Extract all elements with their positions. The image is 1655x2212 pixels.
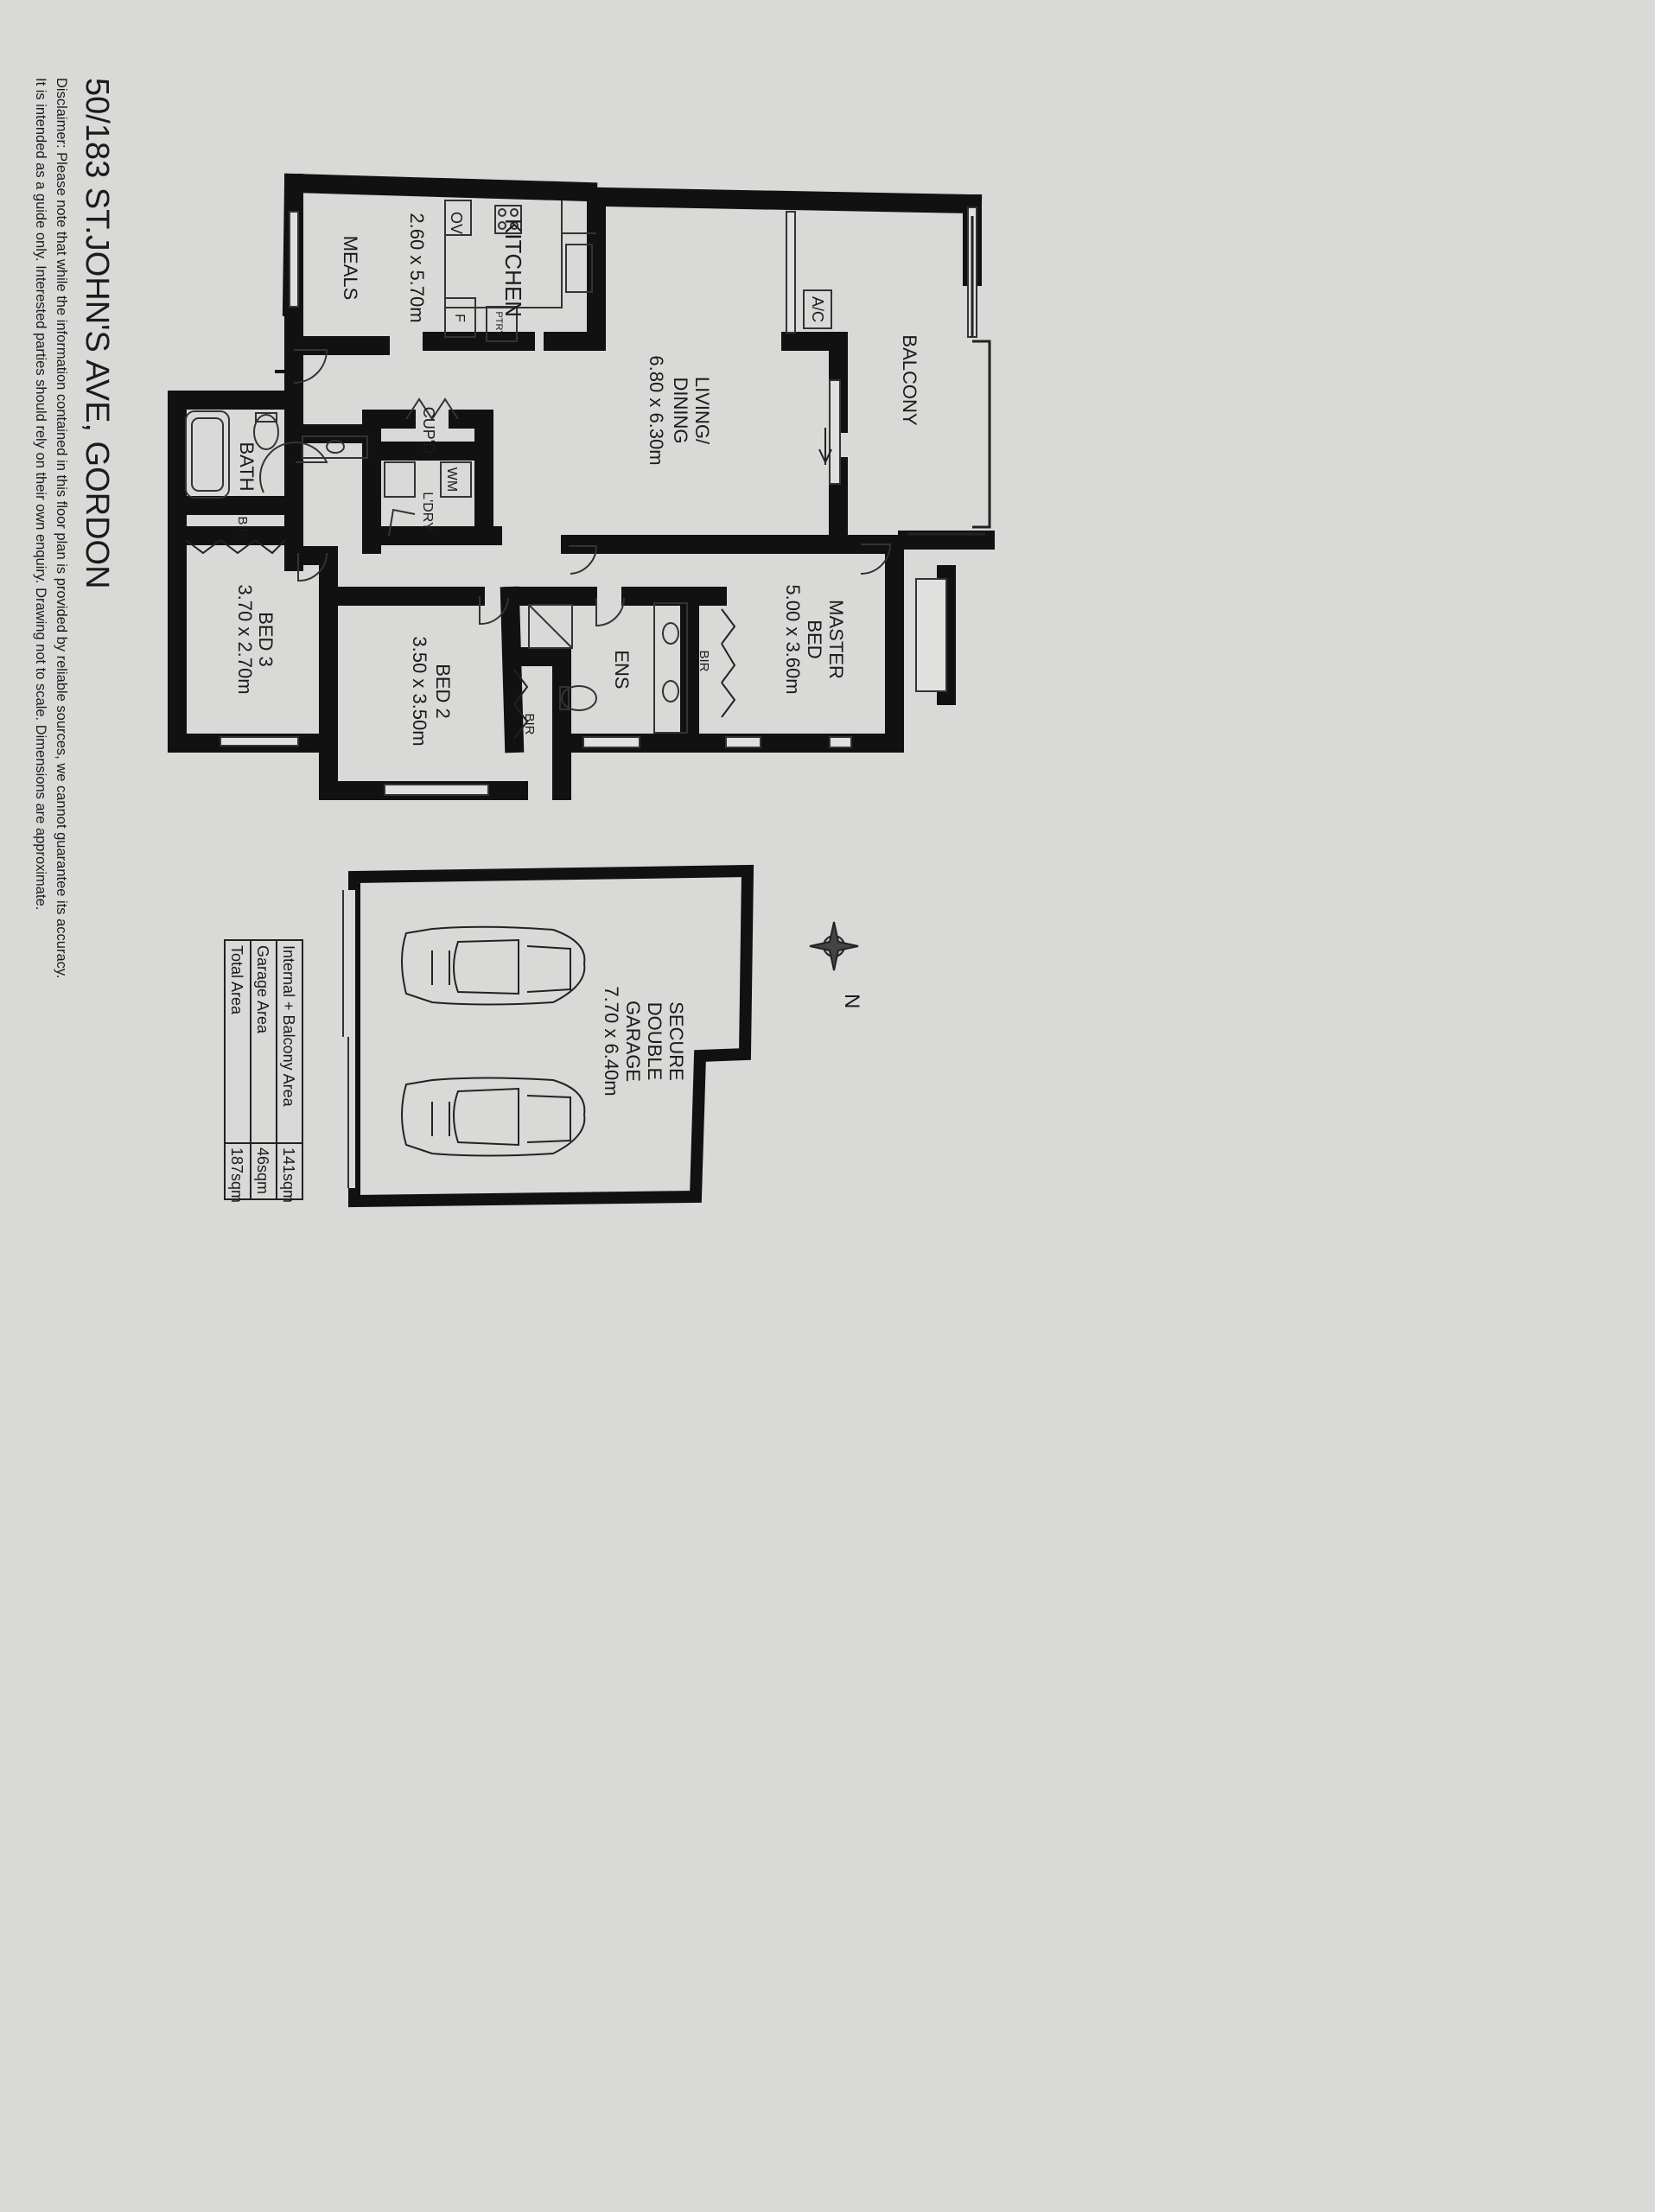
label-garage-line1: SECURE [665,1001,687,1081]
fridge-icon [444,297,476,338]
area-row-1-label: Internal + Balcony Area [280,945,297,1108]
label-fridge: F [452,314,467,322]
bathtub-icon [185,410,230,499]
label-master-size: 5.00 x 3.60m [782,584,804,694]
label-balcony: BALCONY [899,334,920,425]
compass-icon [809,921,859,971]
doors [259,349,892,627]
laundry-tub-icon [384,461,416,498]
header: 50/183 ST.JOHN'S AVE, GORDON Disclaimer:… [33,78,115,979]
shower-icon [528,604,573,649]
vanity-icon [302,435,368,459]
label-garage-line3: GARAGE [622,1001,644,1082]
balcony-railing [907,216,991,536]
label-kitchen: KITCHEN [500,219,526,317]
compass-north-label: N [840,994,863,1008]
area-row-2-value: 46sqm [254,1147,271,1194]
area-table: Internal + Balcony Area 141sqm Garage Ar… [224,939,303,1203]
pantry-icon [486,306,518,342]
area-row-1-value: 141sqm [280,1147,297,1203]
robe-doors [185,539,736,740]
kitchen-fittings [444,200,596,342]
ens-vanity-icon [653,602,688,734]
label-bed2: BED 2 [432,664,454,719]
property-title: 50/183 ST.JOHN'S AVE, GORDON [79,78,115,589]
area-row-3-label: Total Area [228,945,245,1015]
ac-unit-icon [803,289,832,329]
car-icon-1 [401,925,586,1006]
label-living-line1: LIVING/ [691,377,713,445]
oven-icon [444,200,472,236]
label-bed2-size: 3.50 x 3.50m [409,636,430,746]
entry-arrow-icon [275,363,296,380]
label-master-line1: MASTER [825,600,847,679]
balcony-door-icon [818,428,832,465]
toilet-icon [253,414,279,450]
room-labels: MEALS OV KITCHEN 2.60 x 5.70m F PTRY LIV… [234,212,920,1096]
label-cupd: CUP'D [420,407,437,454]
ens-toilet-icon [561,685,597,711]
label-bath: BATH [236,442,258,491]
cooktop-icon [494,205,522,234]
label-living-line2: DINING [670,378,691,444]
label-kitchen-size: 2.60 x 5.70m [406,213,428,322]
label-bed3-bir: BIR [235,516,250,537]
label-garage-size: 7.70 x 6.40m [601,986,622,1096]
disclaimer-line-2: It is intended as a guide only. Interest… [33,78,48,910]
label-master-bir: BIR [697,650,711,671]
area-row-3-value: 187sqm [228,1147,245,1203]
label-garage-line2: DOUBLE [644,1002,665,1080]
area-row-2-label: Garage Area [254,945,271,1034]
label-bed3: BED 3 [255,612,277,667]
garage-door-line [342,890,349,1188]
label-wm: WM [444,467,459,492]
sink-icon [565,244,593,293]
label-living-size: 6.80 x 6.30m [646,355,667,465]
label-ac: A/C [809,296,826,322]
label-laundry: L'DRY [420,492,435,531]
label-ensuite: ENS [611,650,633,689]
car-icon-2 [401,1077,586,1157]
label-master-line2: BED [804,620,825,658]
label-bed3-size: 3.70 x 2.70m [234,584,256,694]
disclaimer-line-1: Disclaimer: Please note that while the i… [54,78,69,979]
washing-machine-icon [440,461,472,498]
label-bed2-bir: BIR [522,713,537,734]
label-meals: MEALS [340,236,361,301]
bathroom-fixtures [185,410,688,734]
label-pantry: PTRY [493,311,504,337]
garage-walls [348,864,754,1208]
label-oven: OV [448,212,465,234]
